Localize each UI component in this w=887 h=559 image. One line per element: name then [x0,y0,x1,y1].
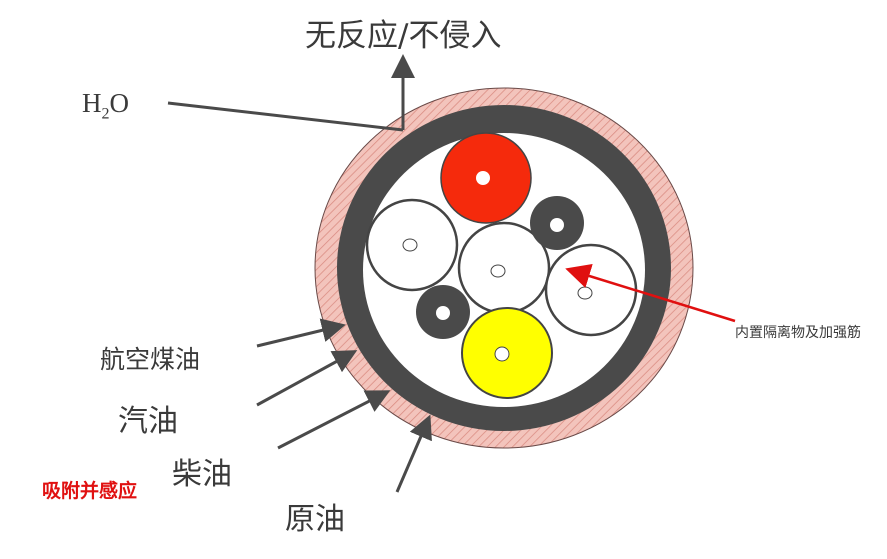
h2o-label: H2O [82,88,129,123]
h2o-o: O [109,88,130,118]
core-hole [577,286,593,300]
core-hole [436,306,450,320]
diesel-pointer [277,390,391,450]
jet-fuel-label: 航空煤油 [100,345,201,374]
diagram-title: 无反应/不侵入 [305,18,502,54]
inner-spacer-label: 内置隔离物及加强筋 [735,325,861,341]
jet-fuel-pointer [256,318,346,348]
crude-oil-pointer [395,414,432,493]
core-hole [494,346,510,362]
spacer-pointer-arrow [565,263,736,323]
h2o-pointer-line [167,101,404,132]
core-hole [490,264,506,278]
gasoline-label: 汽油 [118,404,178,439]
gasoline-pointer [256,350,358,407]
core-hole [402,238,418,252]
diesel-label: 柴油 [172,457,232,492]
crude-oil-label: 原油 [285,502,345,537]
adsorb-sense-label: 吸附并感应 [42,480,138,502]
red-core-hole [476,171,490,185]
h2o-sub: 2 [101,105,110,123]
core-hole [550,218,564,232]
h2o-h: H [82,88,102,118]
